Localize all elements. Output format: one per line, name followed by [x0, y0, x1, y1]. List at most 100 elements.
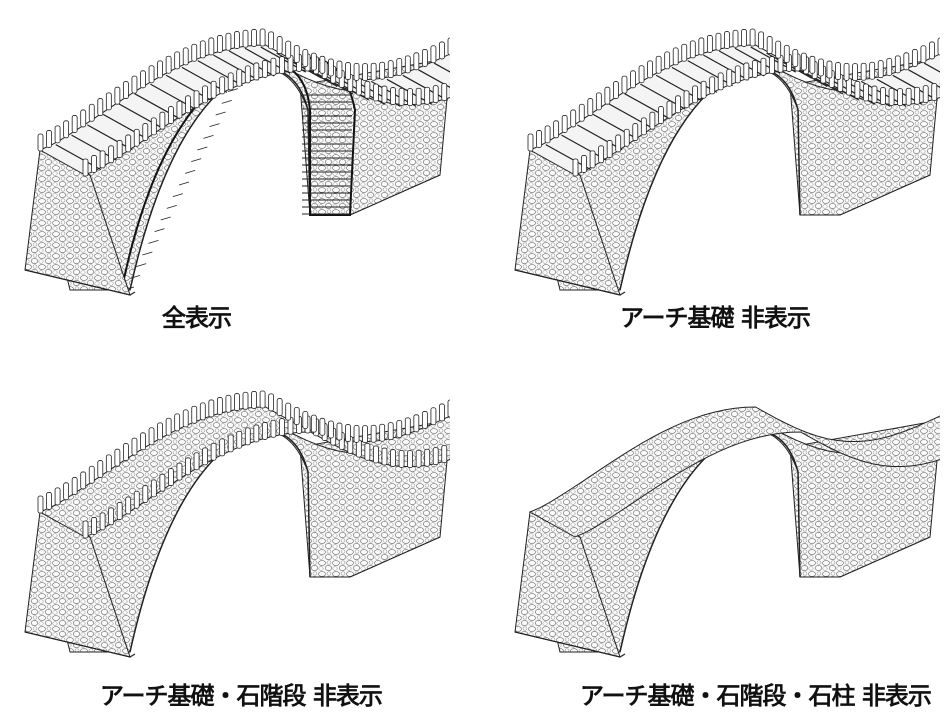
stone-post	[216, 35, 223, 53]
stone-post	[615, 134, 622, 153]
stone-post	[71, 115, 78, 133]
stone-post	[658, 106, 664, 124]
stone-post	[210, 80, 217, 99]
stone-post	[123, 81, 129, 99]
stone-post	[561, 115, 568, 133]
stone-post	[302, 49, 309, 67]
stone-post	[818, 58, 824, 77]
stone-post	[387, 60, 394, 79]
stone-post	[544, 125, 551, 144]
stone-step	[577, 124, 623, 151]
stone-post	[396, 420, 403, 438]
arch-voussoir	[197, 146, 208, 151]
stone-post	[404, 55, 411, 74]
stone-post	[869, 61, 876, 80]
stone-post	[706, 35, 713, 53]
stone-post	[63, 120, 70, 139]
arch-voussoir	[221, 99, 232, 104]
stone-post	[279, 56, 285, 74]
stone-post	[373, 445, 379, 464]
stone-post	[97, 98, 104, 116]
stone-post	[336, 60, 343, 79]
stone-post	[182, 47, 189, 66]
stone-post	[732, 29, 739, 48]
stone-post	[176, 462, 183, 481]
stone-post	[698, 37, 705, 56]
stone-post	[621, 75, 628, 94]
arch-voussoir	[166, 204, 177, 209]
stone-post	[150, 479, 157, 498]
stone-post	[700, 80, 707, 99]
caption-no-arch-base: アーチ基礎 非表示	[620, 304, 811, 332]
stone-post	[886, 58, 893, 76]
arch-voussoir	[209, 123, 220, 128]
stone-post	[877, 60, 884, 79]
stone-post	[937, 37, 940, 56]
stone-post	[116, 140, 123, 158]
stone-post	[922, 85, 929, 104]
stone-post	[398, 88, 405, 106]
stone-post	[390, 87, 396, 105]
stone-post	[88, 465, 95, 484]
stone-post	[63, 482, 70, 501]
stone-post	[345, 62, 351, 80]
stone-post	[199, 402, 206, 421]
stone-post	[210, 442, 217, 461]
stone-post	[929, 41, 935, 60]
stone-post	[743, 62, 750, 81]
stone-post	[193, 452, 200, 471]
stone-post	[758, 31, 765, 50]
stone-post	[208, 37, 215, 56]
stone-post	[370, 424, 377, 443]
stone-post	[396, 58, 403, 76]
stone-post	[185, 457, 191, 476]
stone-post	[285, 40, 292, 59]
stone-post	[261, 60, 268, 78]
stone-post	[302, 411, 309, 429]
stone-post	[630, 70, 636, 89]
stone-post	[225, 394, 232, 413]
stone-post	[234, 31, 240, 49]
stone-post	[142, 123, 149, 141]
stone-post	[413, 52, 420, 71]
stone-post	[353, 63, 360, 81]
stone-post	[46, 130, 52, 148]
stone-post	[165, 417, 172, 436]
stone-post	[131, 437, 138, 456]
stone-post	[683, 90, 690, 109]
stone-post	[536, 130, 542, 148]
stone-post	[664, 51, 671, 70]
arch-voussoir	[148, 239, 159, 244]
stone-post	[632, 123, 639, 141]
arch-voussoir	[142, 251, 153, 256]
stone-post	[905, 87, 912, 106]
stone-post	[82, 520, 89, 539]
stone-post	[638, 65, 645, 84]
stone-post	[125, 496, 132, 515]
stone-post	[606, 140, 613, 158]
bridge-panel-all	[10, 0, 450, 300]
stone-post	[159, 473, 166, 492]
stone-post	[234, 393, 240, 411]
stone-post	[91, 517, 97, 535]
stone-step	[592, 113, 639, 140]
stone-post	[168, 468, 174, 486]
stone-post	[123, 443, 129, 461]
stone-step	[197, 60, 243, 87]
stone-post	[439, 403, 445, 422]
bridge-illustration	[514, 28, 940, 296]
stone-post	[655, 55, 662, 74]
stone-post	[783, 45, 790, 63]
stone-post	[863, 83, 869, 102]
stone-post	[407, 88, 413, 107]
stone-post	[888, 88, 895, 106]
arch-voussoir	[191, 158, 202, 163]
stone-post	[227, 72, 234, 91]
stone-post	[398, 450, 405, 468]
stone-post	[649, 111, 656, 130]
stone-post	[675, 95, 681, 114]
stone-post	[726, 68, 733, 87]
stone-post	[182, 409, 189, 428]
stone-post	[310, 414, 317, 433]
stone-post	[709, 76, 716, 95]
